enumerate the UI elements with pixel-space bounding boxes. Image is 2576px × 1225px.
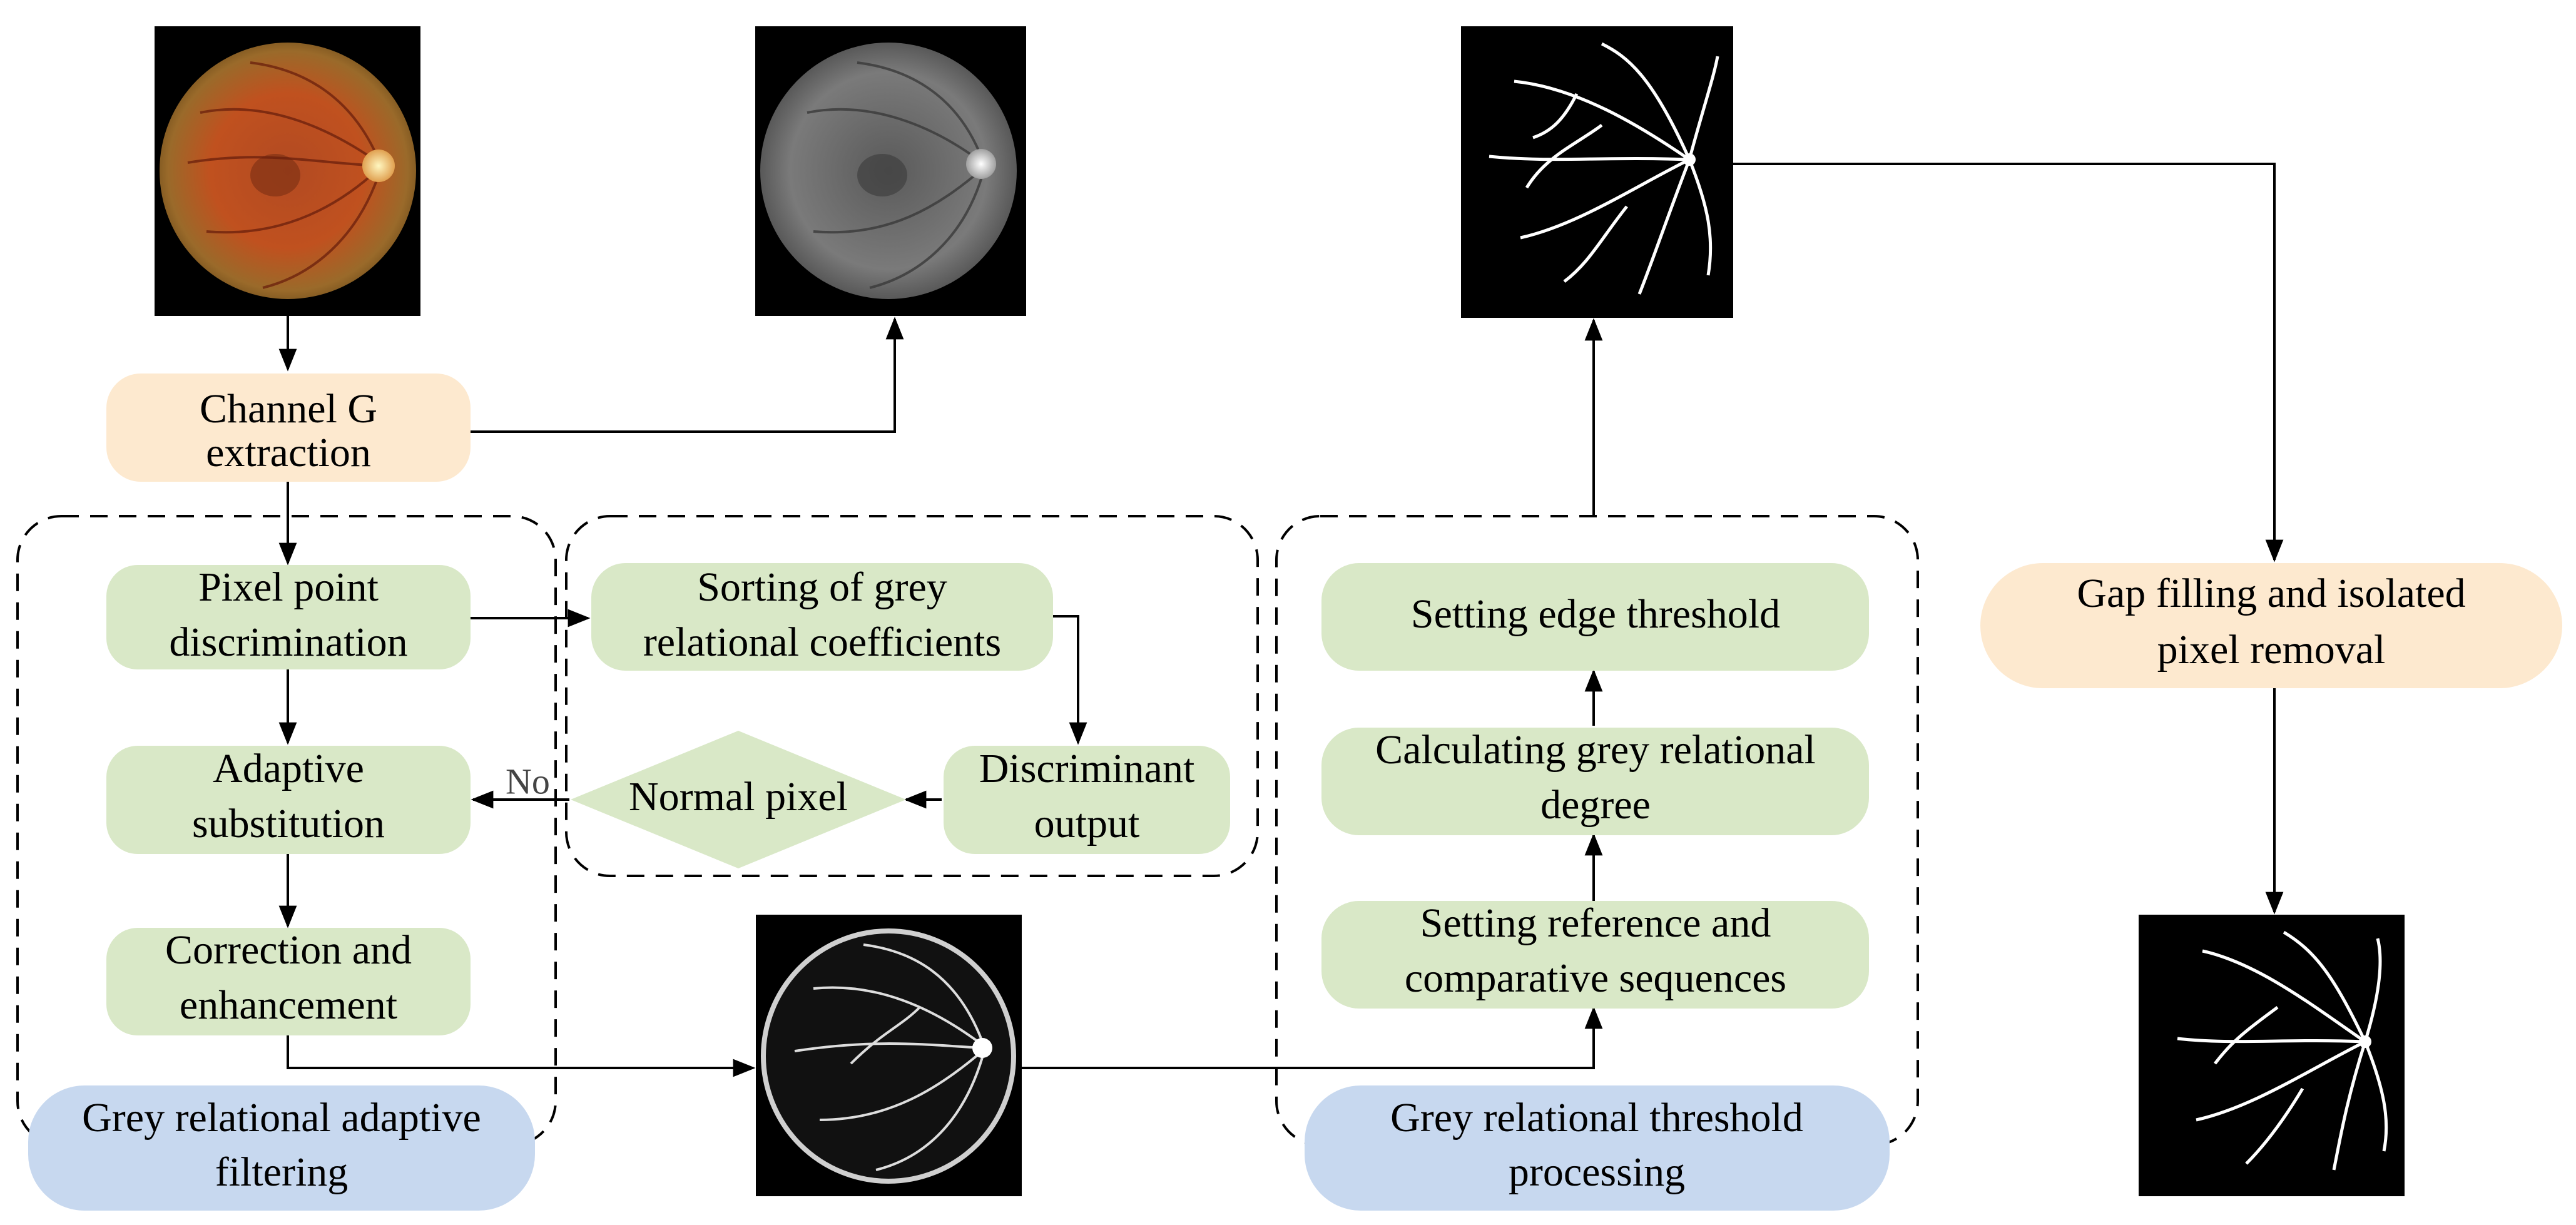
pixel-point-discrimination-box: Pixel point discrimination — [106, 564, 471, 669]
reference-line2: comparative sequences — [1405, 955, 1786, 1001]
sorting-line2: relational coefficients — [643, 619, 1001, 665]
gap-filling-line2: pixel removal — [2157, 627, 2386, 673]
sorting-line1: Sorting of grey — [697, 564, 947, 610]
adaptive-filtering-line2: filtering — [215, 1149, 349, 1195]
adaptive-substitution-box: Adaptive substitution — [106, 746, 471, 854]
discriminant-output-box: Discriminant output — [944, 746, 1230, 854]
grey-degree-line1: Calculating grey relational — [1375, 727, 1816, 773]
reference-sequences-box: Setting reference and comparative sequen… — [1321, 900, 1869, 1009]
threshold-vessel-image — [1461, 26, 1733, 318]
sorting-coefficients-box: Sorting of grey relational coefficients — [591, 563, 1053, 671]
channel-g-line2: extraction — [206, 430, 371, 475]
channel-g-line1: Channel G — [200, 386, 377, 432]
threshold-processing-line1: Grey relational threshold — [1390, 1095, 1803, 1141]
gap-filling-line1: Gap filling and isolated — [2077, 571, 2465, 616]
adaptive-filtering-label: Grey relational adaptive filtering — [28, 1085, 535, 1211]
coefficient-sorting-group — [565, 515, 1259, 877]
discriminant-line2: output — [1034, 801, 1140, 846]
adaptive-line2: substitution — [192, 801, 385, 846]
correction-line1: Correction and — [165, 927, 412, 973]
fundus-color-image — [155, 26, 420, 316]
setting-edge-threshold-box: Setting edge threshold — [1321, 563, 1869, 671]
grey-degree-line2: degree — [1540, 782, 1651, 828]
final-vessel-image — [2139, 915, 2405, 1196]
no-edge-label: No — [506, 761, 550, 801]
correction-enhancement-box: Correction and enhancement — [106, 927, 471, 1035]
grey-relational-degree-box: Calculating grey relational degree — [1321, 727, 1869, 835]
threshold-processing-line2: processing — [1509, 1149, 1685, 1195]
channel-g-extraction-box: Channel G extraction — [106, 374, 471, 482]
edge-threshold-label: Setting edge threshold — [1411, 591, 1780, 637]
normal-pixel-label: Normal pixel — [629, 774, 848, 820]
correction-line2: enhancement — [180, 982, 397, 1028]
adaptive-line1: Adaptive — [213, 746, 364, 791]
reference-line1: Setting reference and — [1420, 900, 1771, 946]
threshold-processing-label: Grey relational threshold processing — [1305, 1085, 1890, 1211]
discriminant-line1: Discriminant — [979, 746, 1195, 791]
green-channel-image — [755, 26, 1026, 316]
pixel-point-line2: discrimination — [169, 619, 407, 665]
gap-filling-box: Gap filling and isolated pixel removal — [1980, 563, 2562, 688]
pixel-point-line1: Pixel point — [198, 564, 379, 610]
normal-pixel-decision: Normal pixel — [571, 731, 906, 868]
adaptive-filtering-line1: Grey relational adaptive — [82, 1095, 481, 1141]
filtered-vessel-image — [756, 915, 1022, 1196]
